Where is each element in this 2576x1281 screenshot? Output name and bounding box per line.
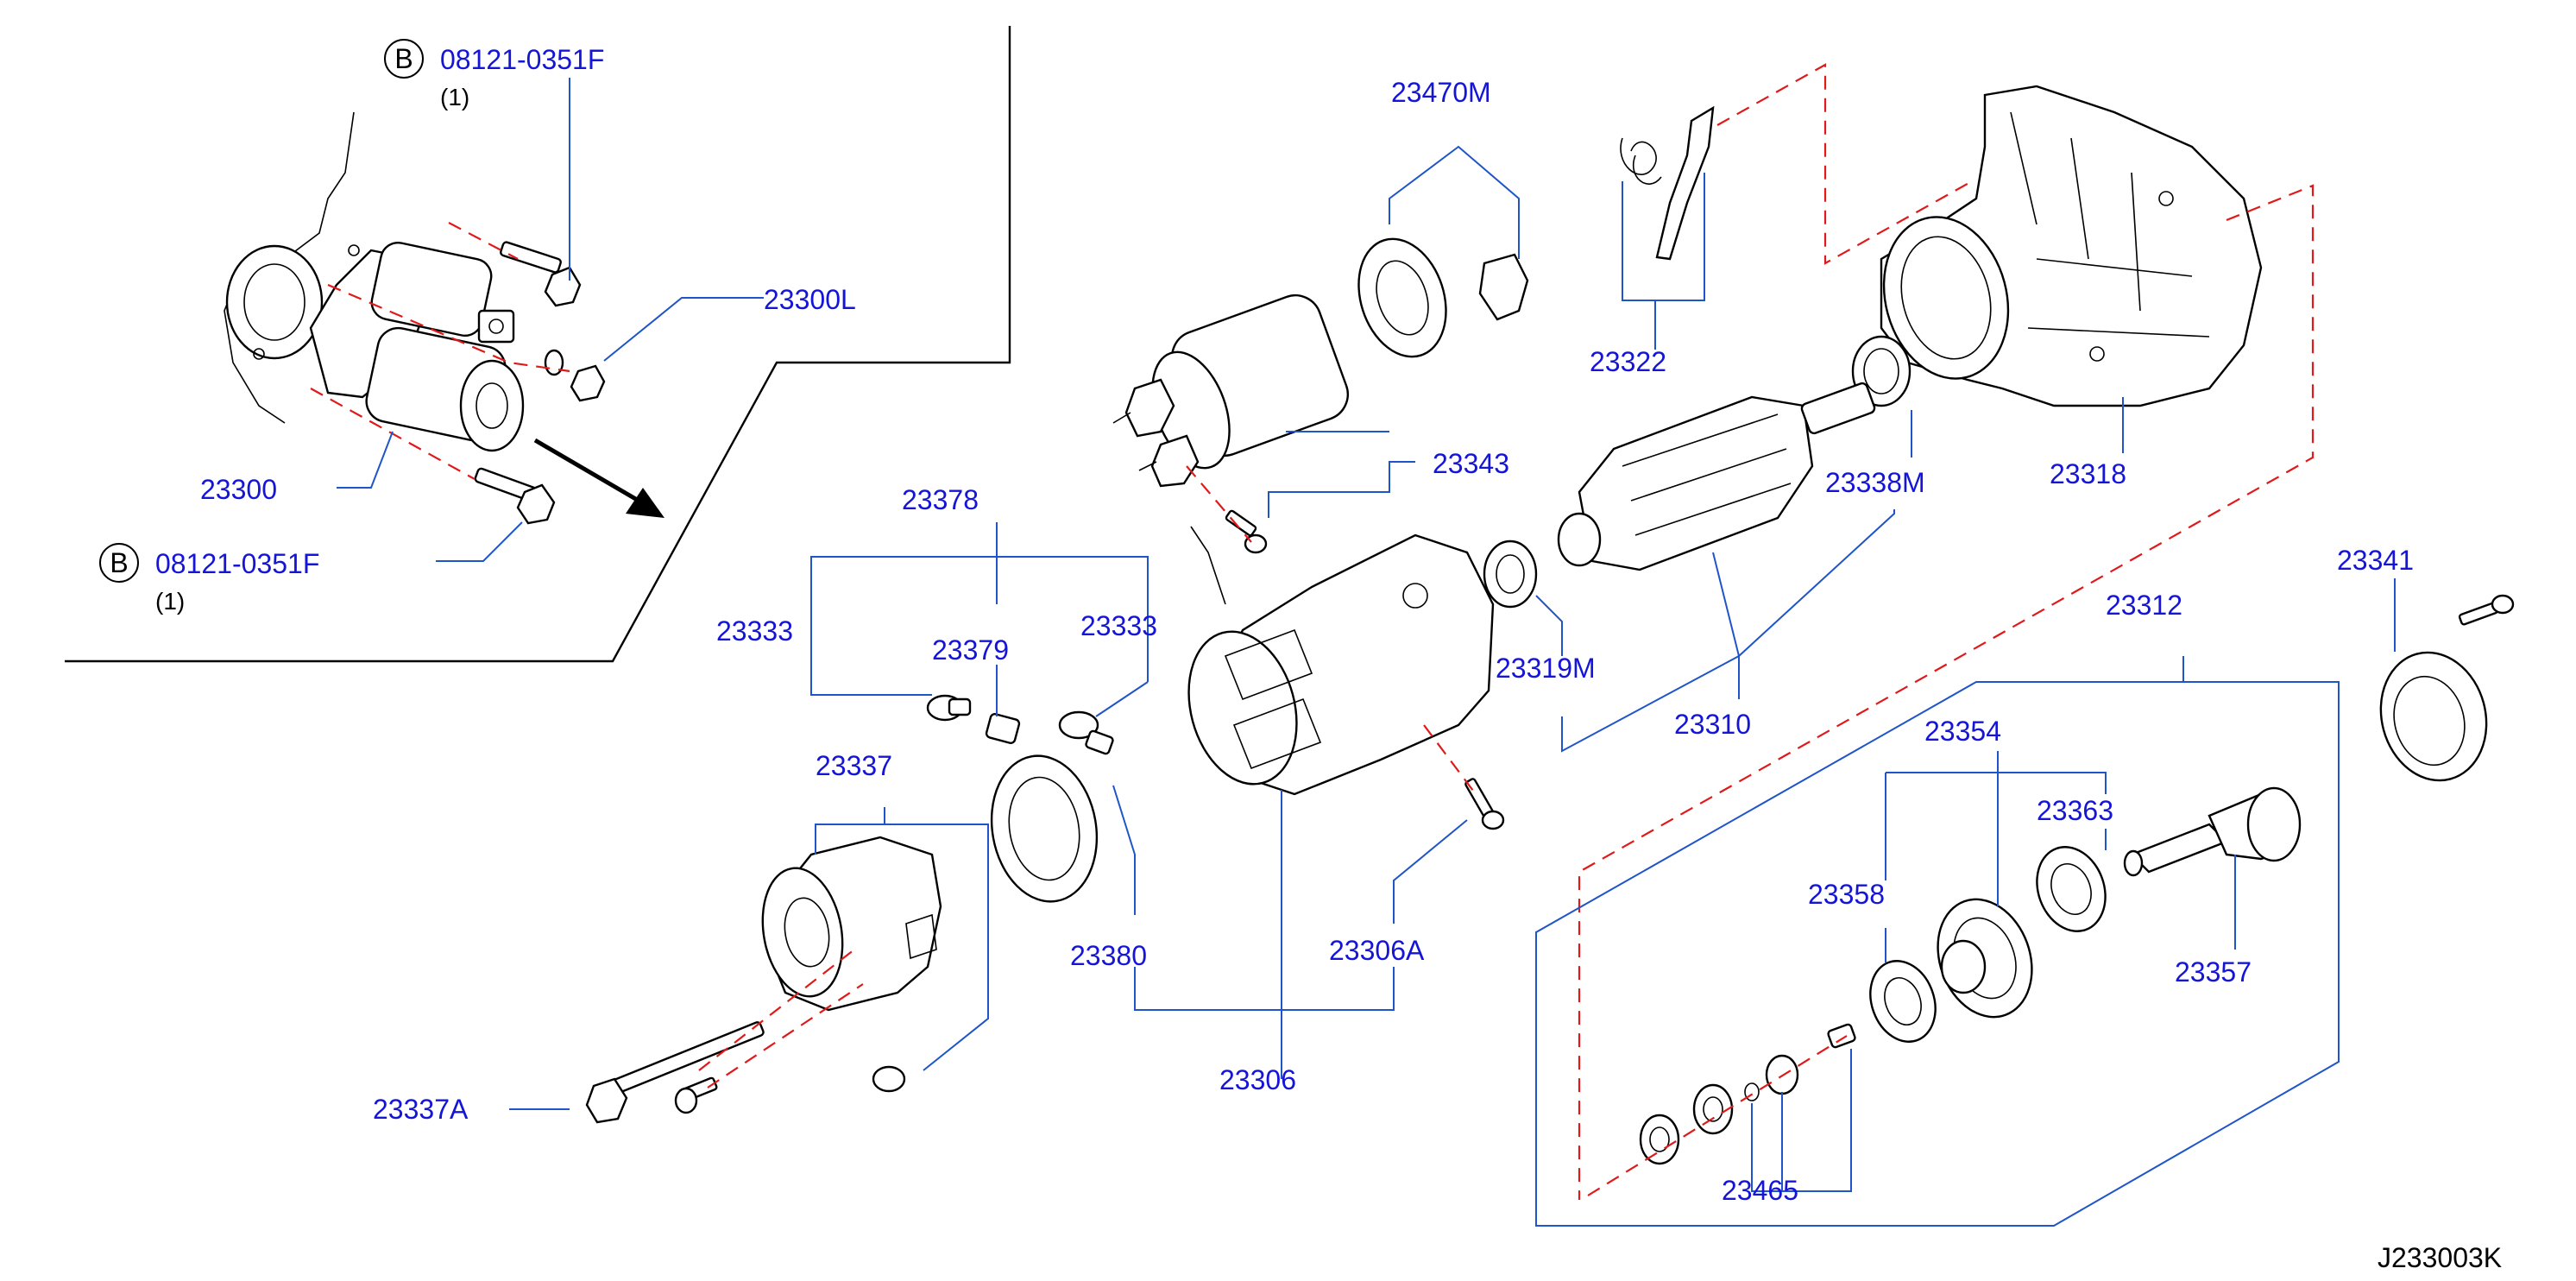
- starter-assembly-23300-drawing: [309, 241, 525, 452]
- qty-bottom: (1): [155, 588, 185, 615]
- front-housing-23318-drawing: [1880, 85, 2263, 407]
- label-23337A[interactable]: 23337A: [373, 1094, 469, 1125]
- label-23300L[interactable]: 23300L: [764, 284, 856, 315]
- label-23338M[interactable]: 23338M: [1825, 467, 1925, 498]
- end-cover-23341-drawing: [2379, 594, 2515, 782]
- label-23379[interactable]: 23379: [932, 634, 1009, 666]
- bolt-ref-top-letter: B: [394, 43, 413, 74]
- yoke-23306-drawing: [1187, 526, 1495, 796]
- rear-cover-23337-drawing: [761, 836, 942, 1012]
- through-screw-23306A-drawing: [1464, 778, 1505, 830]
- bolt-ref-top: B 08121-0351F (1): [384, 39, 604, 110]
- label-23358[interactable]: 23358: [1808, 879, 1885, 910]
- label-23378[interactable]: 23378: [902, 484, 979, 515]
- label-23306[interactable]: 23306: [1219, 1064, 1296, 1095]
- label-23465[interactable]: 23465: [1722, 1175, 1798, 1206]
- bearing-23363-drawing: [2036, 846, 2107, 932]
- brush-plate-23380-drawing: [990, 754, 1099, 903]
- label-23312[interactable]: 23312: [2106, 590, 2182, 621]
- pinion-gear-23354-drawing: [1937, 898, 2033, 1019]
- shaft-23357-drawing: [2123, 786, 2302, 877]
- engine-block-outline: [224, 111, 360, 424]
- rear-cover-cap-drawing: [872, 1065, 906, 1093]
- bearing-23358-drawing: [1869, 960, 1937, 1043]
- bolt-ref-bottom-letter: B: [110, 547, 128, 578]
- bearing-23319M-drawing: [1483, 540, 1538, 609]
- brush-spring-23379-drawing: [985, 713, 1021, 744]
- brush-23333-right-drawing: [1058, 710, 1114, 755]
- label-23333-left[interactable]: 23333: [716, 615, 793, 647]
- qty-top: (1): [440, 84, 469, 110]
- armature-23310-drawing: [1557, 382, 1876, 571]
- brush-23333-left-drawing: [926, 694, 972, 722]
- label-23333-right[interactable]: 23333: [1080, 610, 1157, 641]
- solenoid-23343-drawing: [1112, 293, 1349, 488]
- inset-washer-nut-drawing: [544, 349, 606, 402]
- leader-lines: [337, 78, 2396, 1227]
- label-23322[interactable]: 23322: [1590, 346, 1666, 377]
- label-23470M[interactable]: 23470M: [1391, 77, 1491, 108]
- diagram-code: J233003K: [2378, 1242, 2502, 1273]
- inset-bolt-bottom-drawing: [474, 467, 556, 525]
- label-23341[interactable]: 23341: [2337, 545, 2414, 576]
- label-23380[interactable]: 23380: [1070, 940, 1147, 971]
- label-23357[interactable]: 23357: [2175, 956, 2252, 988]
- direction-arrow: [533, 438, 664, 518]
- gasket-plate-drawing: [1357, 237, 1447, 358]
- inset-frame: [65, 26, 1011, 663]
- label-08121-0351F-top[interactable]: 08121-0351F: [440, 44, 604, 75]
- plunger-boot-drawing: [1478, 253, 1529, 321]
- solenoid-screw-drawing: [1225, 509, 1268, 554]
- inset-bolt-top-drawing: [500, 241, 582, 307]
- label-23310[interactable]: 23310: [1674, 709, 1751, 740]
- label-23354[interactable]: 23354: [1924, 716, 2001, 747]
- small-parts-23465-drawing: [1639, 1023, 1856, 1165]
- label-08121-0351F-bottom[interactable]: 08121-0351F: [155, 548, 319, 579]
- label-23337[interactable]: 23337: [816, 750, 892, 781]
- label-23319M[interactable]: 23319M: [1496, 653, 1596, 684]
- label-23300[interactable]: 23300: [200, 474, 277, 505]
- label-23318[interactable]: 23318: [2050, 458, 2126, 489]
- bolt-ref-bottom: B 08121-0351F (1): [99, 543, 319, 615]
- label-23306A[interactable]: 23306A: [1329, 935, 1425, 966]
- part-labels: 23300L 23300 23470M 23322 23343 23338M 2…: [200, 77, 2414, 1206]
- shift-lever-23322-drawing: [1620, 105, 1715, 261]
- through-bolt-23337A-drawing: [585, 1021, 765, 1124]
- label-23343[interactable]: 23343: [1433, 448, 1509, 479]
- label-23363[interactable]: 23363: [2037, 795, 2113, 826]
